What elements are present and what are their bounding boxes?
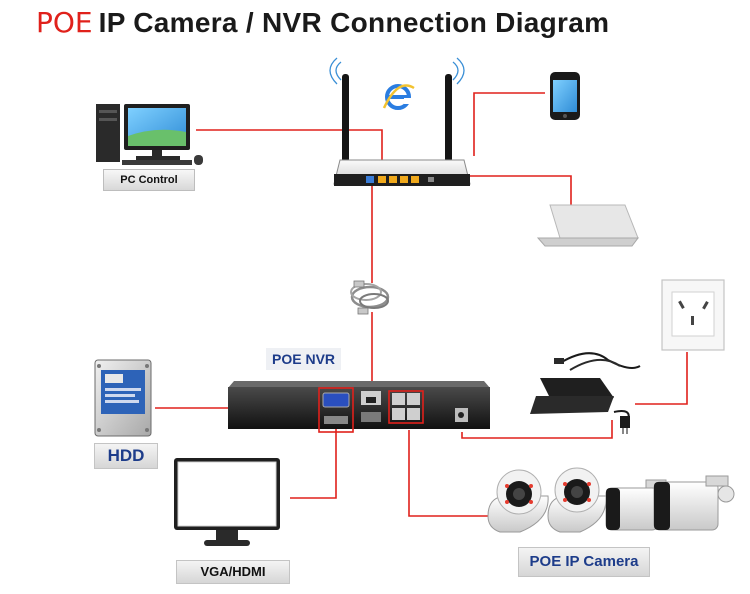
monitor (174, 458, 280, 546)
line-phone-router (474, 93, 545, 156)
network-cable (351, 281, 388, 314)
dome-camera-2 (548, 468, 606, 532)
nvr-recorder (228, 381, 490, 432)
smartphone (550, 72, 580, 120)
router (330, 58, 470, 186)
poe-ip-camera-label: POE IP Camera (518, 547, 650, 577)
line-outlet-adapter (635, 352, 687, 404)
hdd (95, 360, 151, 436)
hdd-label: HDD (94, 443, 158, 469)
power-outlet (662, 280, 724, 350)
line-nvr-cameras (409, 430, 488, 516)
pc-computer (96, 104, 203, 165)
pc-control-label: PC Control (103, 169, 195, 191)
vga-hdmi-label: VGA/HDMI (176, 560, 290, 584)
bullet-camera-2 (654, 476, 734, 530)
laptop (538, 205, 638, 246)
connection-lines (155, 93, 687, 516)
dome-camera-1 (488, 470, 548, 532)
line-laptop-router (468, 176, 571, 205)
poe-nvr-label: POE NVR (266, 348, 341, 370)
power-adapter (530, 353, 640, 434)
internet-explorer-icon (384, 86, 414, 109)
